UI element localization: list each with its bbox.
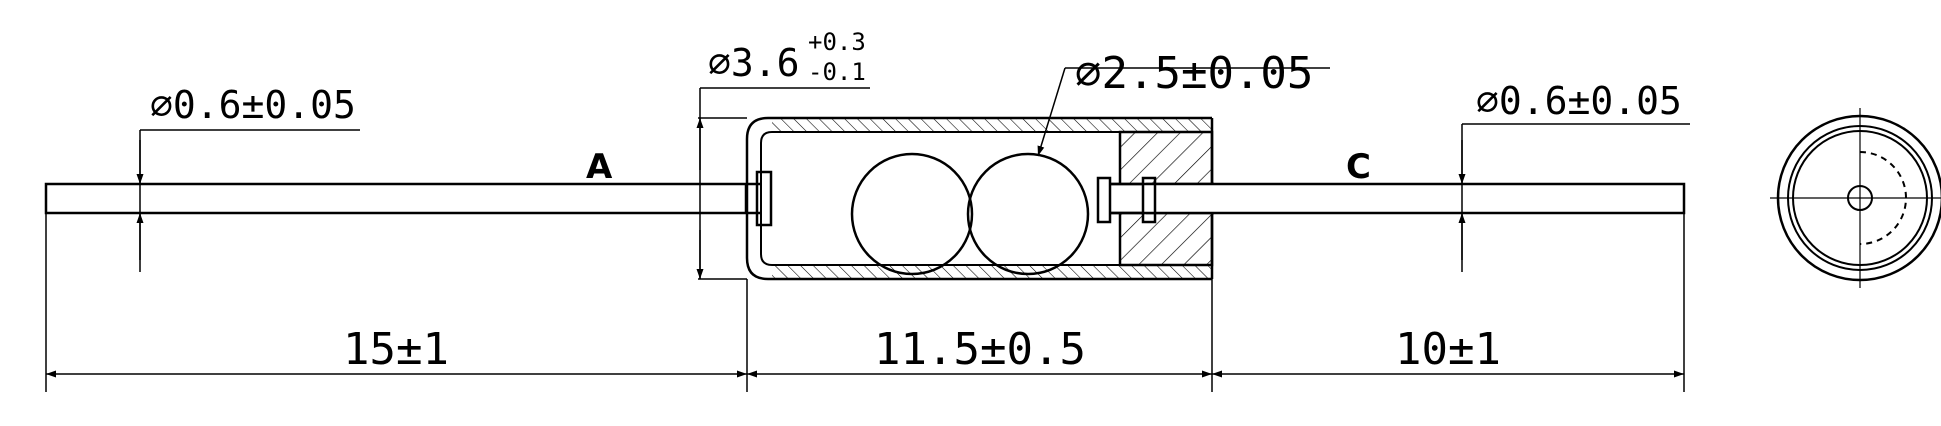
end-seal	[1110, 130, 1214, 267]
dim-lead-dia-right-text: ⌀0.6±0.05	[1476, 79, 1682, 123]
length-dimensions: 15±1 11.5±0.5 10±1	[45, 213, 1685, 392]
left-electrode-tab	[755, 170, 773, 227]
cathode-label: C	[1346, 147, 1371, 187]
dim-lead-dia-left-text: ⌀0.6±0.05	[150, 83, 356, 127]
left-lead	[44, 182, 748, 215]
dim-body-dia-text: ⌀3.6	[708, 41, 800, 85]
end-view	[1770, 108, 1941, 288]
dim-lead-dia-right: ⌀0.6±0.05	[1458, 79, 1690, 272]
bead-right	[966, 152, 1090, 276]
right-electrode-tab-2	[1141, 176, 1157, 224]
right-lead	[1145, 182, 1686, 215]
len-body-text: 11.5±0.5	[874, 324, 1086, 375]
len-left-text: 15±1	[343, 324, 449, 375]
dim-bead-dia-text: ⌀2.5±0.05	[1075, 48, 1313, 99]
right-electrode-tab-1	[1096, 176, 1112, 224]
bead-left	[850, 152, 974, 276]
dim-bead-dia: ⌀2.5±0.05	[1037, 48, 1330, 157]
dim-body-dia-tol-plus: +0.3	[808, 28, 866, 56]
len-right-text: 10±1	[1395, 324, 1501, 375]
dim-body-dia-tol-minus: -0.1	[808, 58, 866, 86]
dim-body-dia: ⌀3.6 +0.3 -0.1	[696, 28, 870, 280]
dim-lead-dia-left: ⌀0.6±0.05	[136, 83, 360, 272]
anode-label: A	[586, 147, 613, 187]
